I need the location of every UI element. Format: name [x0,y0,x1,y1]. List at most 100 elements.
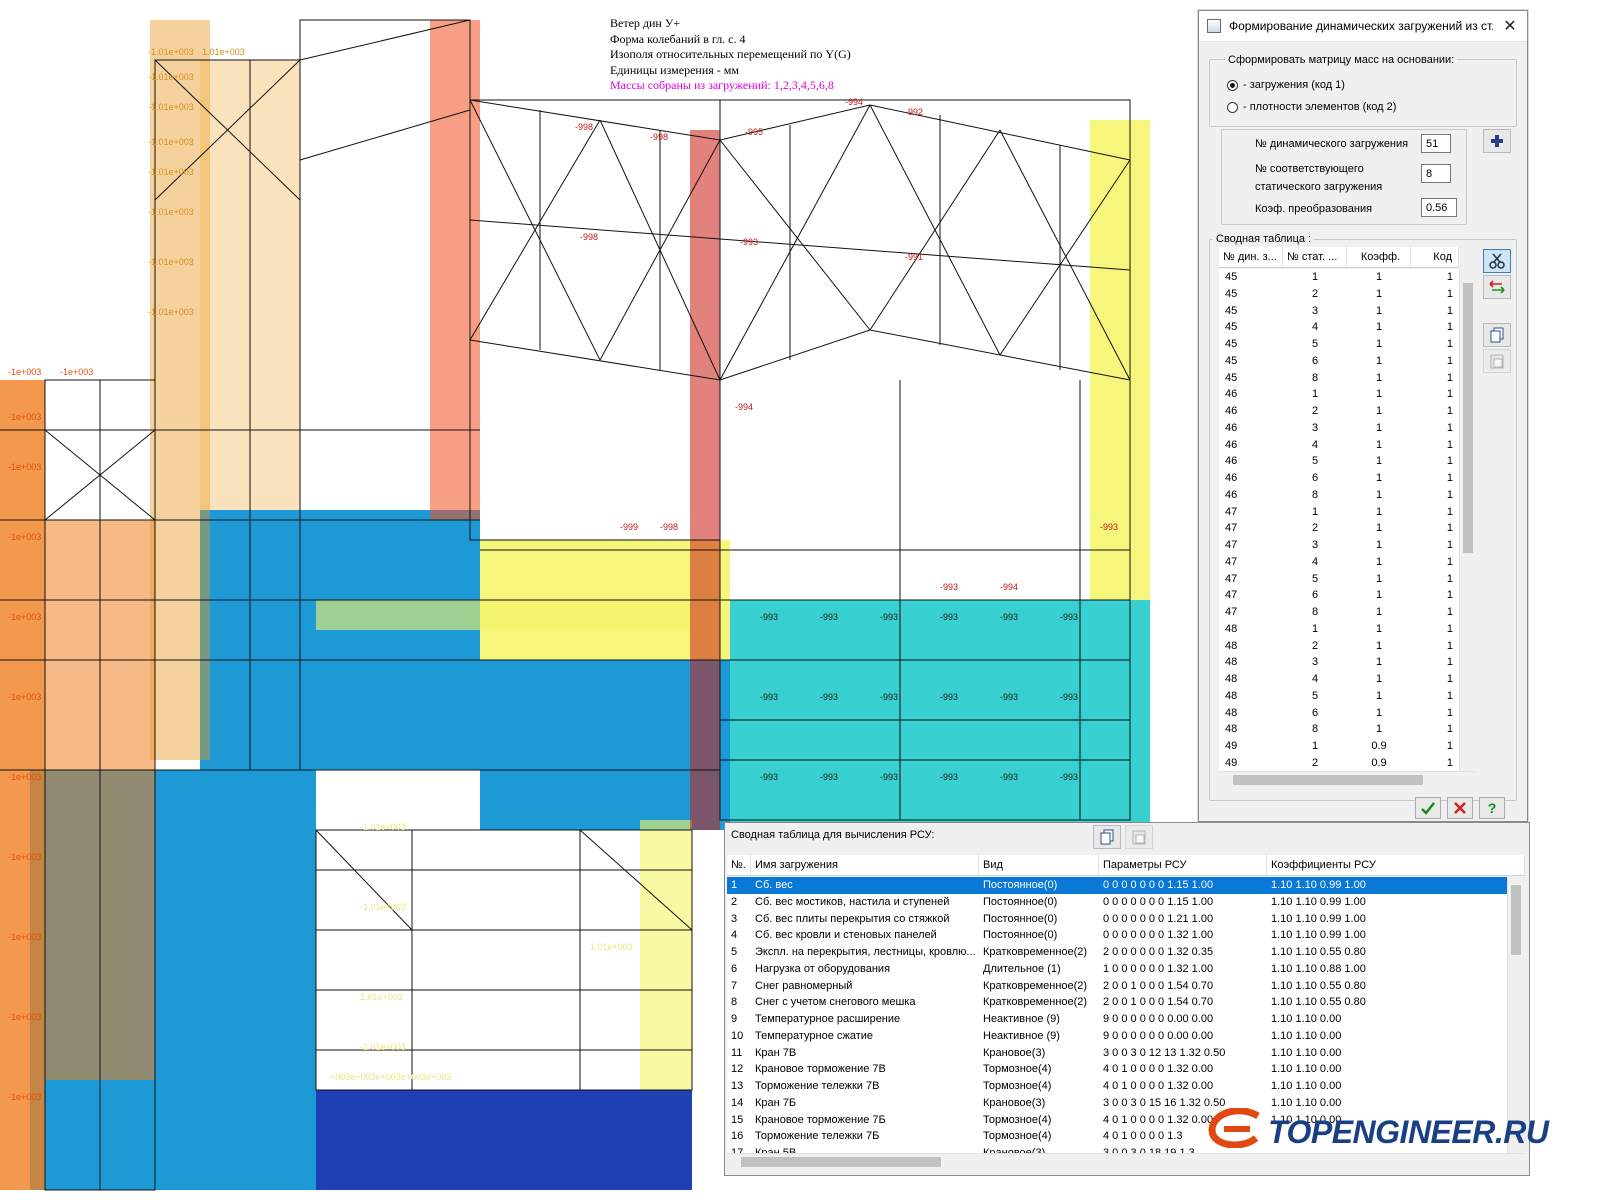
copy-button[interactable] [1483,323,1511,347]
cut-button[interactable] [1483,249,1511,273]
add-button[interactable] [1483,129,1511,153]
rsu-copy-button[interactable] [1093,825,1121,849]
legend-mode-shape: Форма колебаний в гл. с. 4 [610,31,746,46]
svg-text:-993: -993 [940,582,958,592]
cross-icon [1454,802,1466,814]
col-code[interactable]: Код [1411,247,1459,267]
svg-text:-1.01e+003: -1.01e+003 [148,137,194,147]
help-button[interactable]: ? [1479,797,1505,819]
col-stat[interactable]: № стат. ... [1283,247,1347,267]
rsu-table-cell: Сб. вес кровли и стеновых панелей [755,929,937,942]
scroll-thumb[interactable] [1463,283,1473,553]
copy-icon [1490,327,1504,343]
rsu-col-num[interactable]: №. [727,855,751,875]
rsu-hscrollbar[interactable] [727,1153,1523,1170]
paste-button[interactable] [1483,349,1511,373]
close-icon[interactable]: ✕ [1503,18,1517,35]
rsu-col-params[interactable]: Параметры РСУ [1099,855,1267,875]
svg-text:-993: -993 [1000,692,1018,702]
ok-button[interactable] [1415,797,1441,819]
rsu-scroll-thumb-h[interactable] [741,1157,941,1167]
rsu-col-coefs[interactable]: Коэффициенты РСУ [1267,855,1525,875]
radio-density-code2[interactable]: - плотности элементов (код 2) [1227,101,1396,113]
col-coef[interactable]: Коэфф. [1347,247,1411,267]
rsu-table-cell: Температурное сжатие [755,1029,874,1042]
dyn-load-number-input[interactable]: 51 [1421,134,1451,153]
swap-button[interactable] [1483,275,1511,299]
table-cell: 47 [1225,589,1238,602]
col-dyn[interactable]: № дин. з... [1219,247,1283,267]
svg-text:-1.01e+003: -1.01e+003 [148,72,194,82]
coef-input[interactable]: 0.56 [1421,198,1457,217]
table-cell: 1 [1375,438,1383,451]
cancel-button[interactable] [1447,797,1473,819]
scroll-thumb-h[interactable] [1233,775,1423,785]
rsu-col-name[interactable]: Имя загружения [751,855,979,875]
summary-caption: Сводная таблица : [1213,233,1315,245]
rsu-table-cell: Снег с учетом снегового мешка [755,996,916,1009]
rsu-paste-button[interactable] [1125,825,1153,849]
dialog-titlebar[interactable]: Формирование динамических загружений из … [1199,11,1527,42]
summary-hscrollbar[interactable] [1219,771,1475,788]
rsu-col-type[interactable]: Вид [979,855,1099,875]
summary-vscrollbar[interactable] [1459,269,1476,771]
rsu-scroll-thumb[interactable] [1511,885,1521,955]
rsu-table-cell: 2 0 0 1 0 0 0 1.54 0.70 [1103,996,1214,1009]
rsu-vscrollbar[interactable] [1507,877,1524,1153]
stat-load-number-input[interactable]: 8 [1421,164,1451,183]
svg-text:-995: -995 [745,127,763,137]
radio-load-code1[interactable]: - загружения (код 1) [1227,79,1345,91]
rsu-table-cell: Крановое(3) [983,1147,1046,1153]
table-cell: 47 [1225,555,1238,568]
